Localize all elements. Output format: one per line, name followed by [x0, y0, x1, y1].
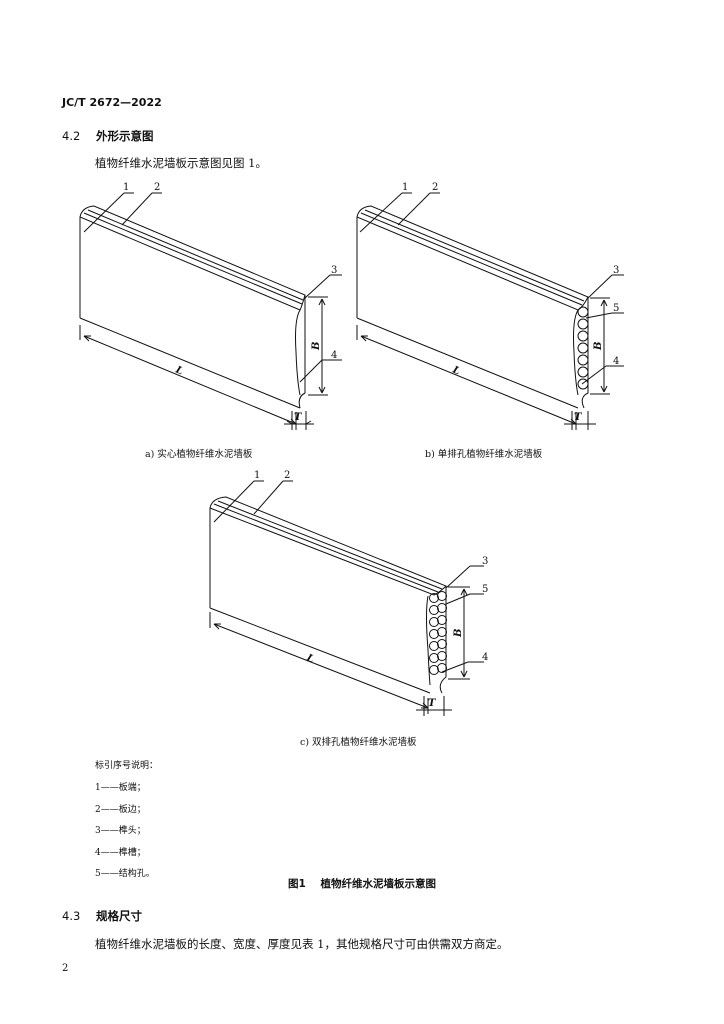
legend-item-4: 4——榫槽；: [95, 848, 146, 858]
legend-item-5: 5——结构孔。: [95, 869, 155, 879]
panel-c-caption: c) 双排孔植物纤维水泥墙板: [300, 737, 417, 748]
section-number: 4.3: [62, 909, 81, 923]
dim-width-c: B: [453, 629, 464, 638]
callout-b-4: 4: [613, 356, 619, 367]
dim-length-b: L: [450, 364, 462, 377]
section-4-2-text: 植物纤维水泥墙板示意图见图 1。: [95, 156, 267, 170]
legend-item-3: 3——榫头；: [95, 826, 146, 836]
callout-b-3: 3: [613, 265, 619, 276]
panel-c-holes: [429, 591, 447, 675]
panel-b-caption: b) 单排孔植物纤维水泥墙板: [425, 449, 543, 460]
callout-c-3: 3: [482, 556, 488, 567]
legend-item-1: 1——板端；: [95, 783, 146, 793]
panel-b-holes: [577, 306, 589, 390]
dim-width-b: B: [593, 342, 604, 351]
dim-thickness-a: T: [294, 412, 303, 423]
section-title: 外形示意图: [96, 129, 154, 143]
legend-title: 标引序号说明：: [95, 761, 159, 771]
panel-b-single-row-holes: [356, 192, 624, 430]
page-number: 2: [62, 963, 69, 974]
standard-code-header: JC/T 2672—2022: [62, 96, 162, 109]
callout-c-5: 5: [482, 584, 488, 595]
dim-length-c: L: [304, 652, 316, 665]
callout-c-4: 4: [482, 652, 488, 663]
dim-width-a: B: [311, 342, 322, 351]
callout-c-1: 1: [254, 470, 260, 481]
section-number: 4.2: [62, 129, 81, 143]
callout-a-4: 4: [331, 350, 337, 361]
dim-length-a: L: [173, 364, 185, 377]
callout-b-1: 1: [402, 182, 408, 193]
section-4-2-heading: 4.2 外形示意图: [62, 128, 154, 144]
section-4-3-heading: 4.3 规格尺寸: [62, 908, 142, 924]
legend-item-2: 2——板边；: [95, 805, 146, 815]
callout-b-5: 5: [613, 303, 619, 314]
section-4-3-text: 植物纤维水泥墙板的长度、宽度、厚度见表 1，其他规格尺寸可由供需双方商定。: [95, 937, 509, 951]
callout-a-2: 2: [154, 182, 160, 193]
panel-c-double-row-holes: [209, 480, 484, 716]
figure-title: 图1 植物纤维水泥墙板示意图: [288, 878, 436, 890]
callout-a-1: 1: [123, 182, 129, 193]
panel-a-caption: a) 实心植物纤维水泥墙板: [145, 449, 253, 460]
section-title: 规格尺寸: [96, 909, 142, 923]
callout-c-2: 2: [284, 470, 290, 481]
callout-a-3: 3: [331, 265, 337, 276]
dim-thickness-b: T: [574, 412, 583, 423]
callout-b-2: 2: [432, 182, 438, 193]
panel-a-solid: [79, 192, 342, 430]
dim-thickness-c: T: [428, 698, 437, 709]
